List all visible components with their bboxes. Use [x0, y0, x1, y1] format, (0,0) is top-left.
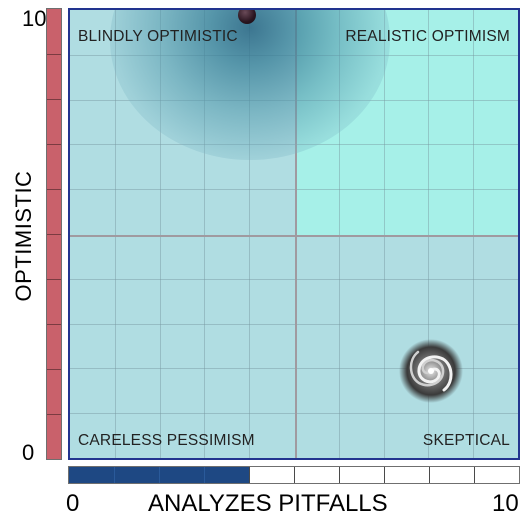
grid-line-vertical	[428, 10, 429, 458]
x-axis-max-label: 10	[492, 490, 519, 517]
horizontal-divider	[70, 235, 518, 237]
optimistic-meter-tick	[47, 369, 61, 370]
grid-line-vertical	[249, 10, 250, 458]
analyzes-pitfalls-meter-tick	[204, 467, 205, 483]
optimistic-meter-tick	[47, 54, 61, 55]
analyzes-pitfalls-meter-tick	[114, 467, 115, 483]
grid-line-horizontal	[70, 368, 518, 369]
grid-line-vertical	[204, 10, 205, 458]
optimistic-meter-tick	[47, 414, 61, 415]
quadrant-label-careless-pessimism: CARELESS PESSIMISM	[78, 432, 255, 449]
vertical-divider	[295, 10, 297, 458]
quadrant-plot[interactable]: BLINDLY OPTIMISTIC REALISTIC OPTIMISM CA…	[68, 8, 520, 460]
grid-line-vertical	[473, 10, 474, 458]
quadrant-label-blindly-optimistic: BLINDLY OPTIMISTIC	[78, 28, 238, 45]
optimistic-meter-tick	[47, 144, 61, 145]
grid-line-horizontal	[70, 189, 518, 190]
x-axis-title: ANALYZES PITFALLS	[148, 490, 388, 517]
optimistic-meter	[46, 8, 62, 460]
y-axis-min-label: 0	[22, 440, 35, 465]
optimistic-meter-tick	[47, 99, 61, 100]
grid-line-vertical	[160, 10, 161, 458]
grid-line-horizontal	[70, 413, 518, 414]
current-position-marker[interactable]	[238, 10, 256, 24]
analyzes-pitfalls-meter-tick	[384, 467, 385, 483]
optimistic-meter-tick	[47, 189, 61, 190]
x-axis-min-label: 0	[66, 490, 80, 517]
optimistic-meter-tick	[47, 279, 61, 280]
grid-line-vertical	[115, 10, 116, 458]
analyzes-pitfalls-meter-tick	[249, 467, 250, 483]
analyzes-pitfalls-meter-tick	[339, 467, 340, 483]
grid-line-vertical	[384, 10, 385, 458]
analyzes-pitfalls-meter-tick	[474, 467, 475, 483]
quadrant-label-skeptical: SKEPTICAL	[422, 432, 510, 449]
swirl-icon[interactable]	[398, 338, 464, 404]
y-axis-title-text: OPTIMISTIC	[11, 170, 36, 302]
optimistic-meter-tick	[47, 234, 61, 235]
analyzes-pitfalls-meter-tick	[294, 467, 295, 483]
grid-line-vertical	[339, 10, 340, 458]
grid-line-horizontal	[70, 279, 518, 280]
optimistic-meter-tick	[47, 324, 61, 325]
y-axis-max-label: 10	[22, 6, 47, 31]
grid-line-horizontal	[70, 324, 518, 325]
analyzes-pitfalls-meter-tick	[159, 467, 160, 483]
quadrant-label-realistic-optimism: REALISTIC OPTIMISM	[345, 28, 510, 45]
analyzes-pitfalls-meter-tick	[429, 467, 430, 483]
analyzes-pitfalls-meter	[68, 466, 520, 484]
